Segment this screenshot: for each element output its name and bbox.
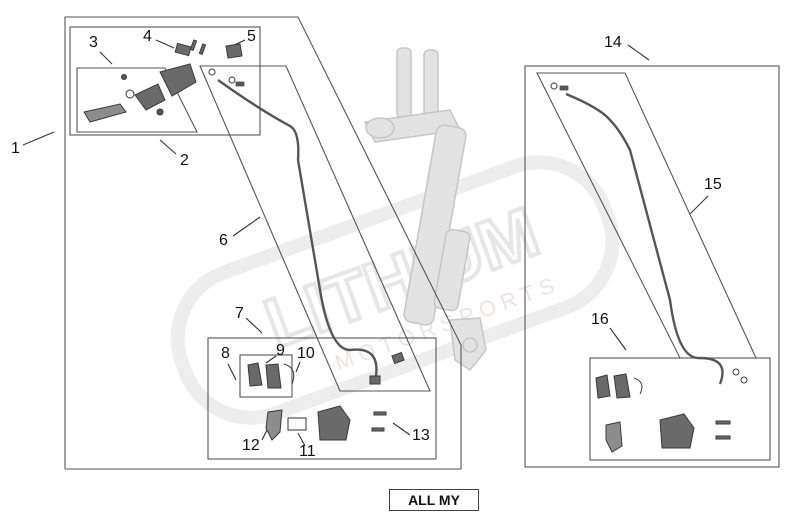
callout-14: 14 xyxy=(604,34,622,51)
model-year-badge: ALL MY xyxy=(389,489,479,511)
callout-12: 12 xyxy=(242,437,260,454)
callout-10: 10 xyxy=(297,345,315,362)
front-brake-hose xyxy=(208,68,378,377)
callout-8: 8 xyxy=(221,345,230,362)
callout-4: 4 xyxy=(143,28,152,45)
callout-15: 15 xyxy=(704,176,722,193)
callout-7: 7 xyxy=(235,305,244,322)
callout-9: 9 xyxy=(276,342,285,359)
callout-3: 3 xyxy=(89,34,98,51)
front-fork-illustration xyxy=(363,47,487,372)
callout-1: 1 xyxy=(11,140,20,157)
front-caliper-parts xyxy=(247,351,405,441)
callout-16: 16 xyxy=(591,311,609,328)
rear-brake-hose xyxy=(550,82,724,385)
callout-11: 11 xyxy=(299,443,316,460)
callout-leaders xyxy=(22,39,709,447)
callout-6: 6 xyxy=(219,232,228,249)
watermark-logo: LITHIUM MOTORSPORTS xyxy=(170,155,620,425)
callout-13: 13 xyxy=(412,427,430,444)
callout-5: 5 xyxy=(247,28,256,45)
group-frame-main xyxy=(64,16,780,470)
callout-2: 2 xyxy=(180,152,189,169)
master-cylinder-parts xyxy=(83,39,243,123)
rear-caliper-parts xyxy=(595,368,748,453)
